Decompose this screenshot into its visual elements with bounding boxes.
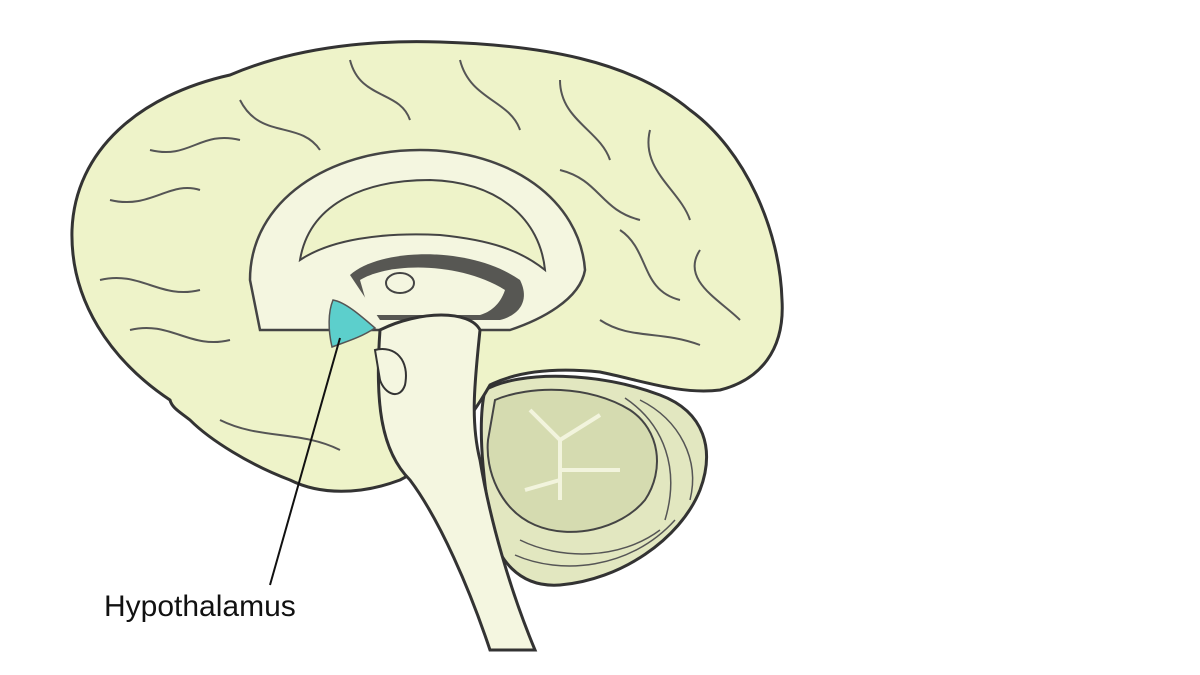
cerebrum — [70, 40, 784, 493]
hypothalamus-label: Hypothalamus — [104, 590, 296, 623]
hypothalamus-leader-line — [269, 337, 341, 586]
cerebellum — [479, 374, 708, 587]
hypothalamus-region — [328, 299, 377, 349]
brainstem — [373, 313, 538, 652]
